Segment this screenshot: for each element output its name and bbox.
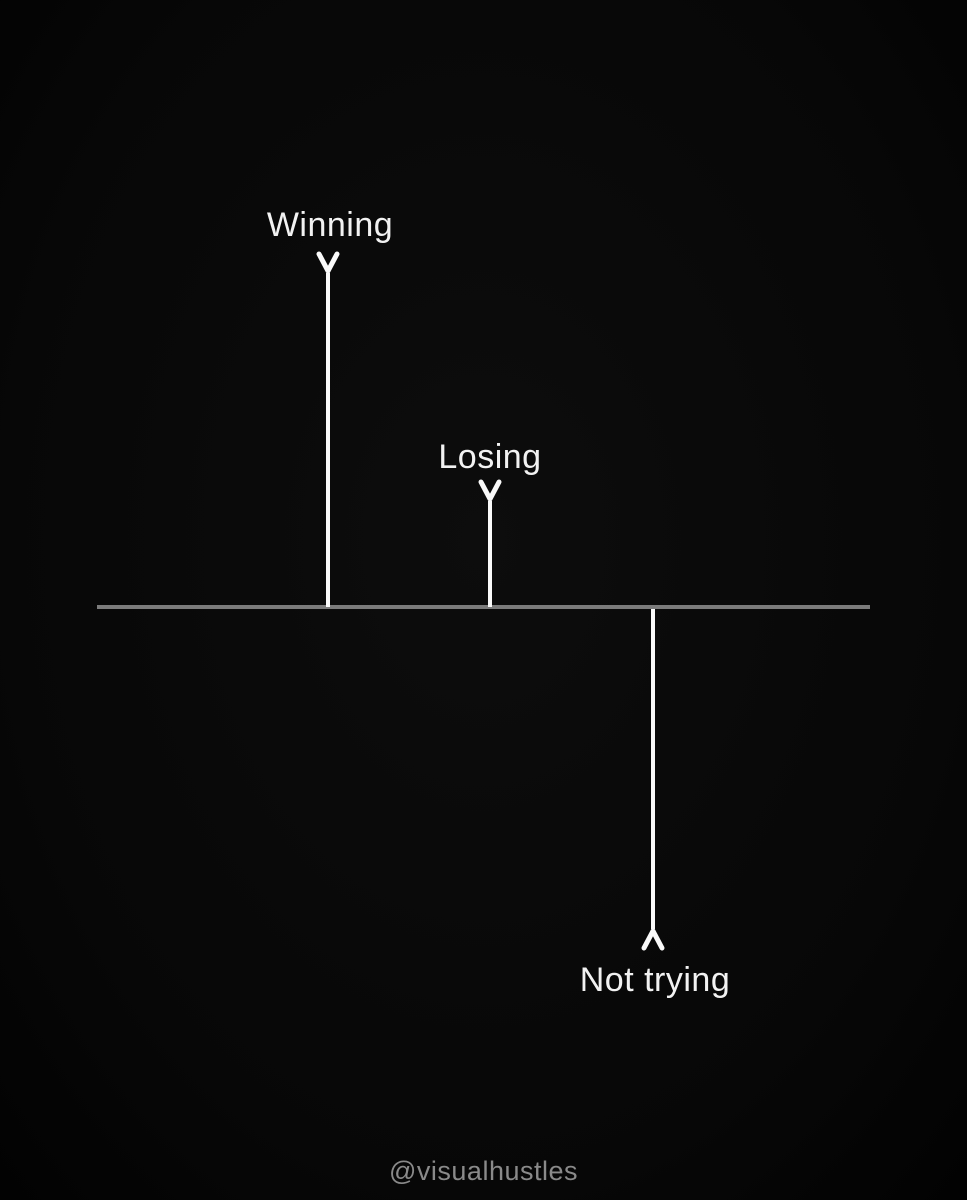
- not-trying-arrow-head: [641, 928, 665, 951]
- not-trying-label: Not trying: [579, 961, 731, 999]
- winning-arrow-head: [316, 251, 340, 274]
- losing-label: Losing: [438, 438, 542, 476]
- losing-arrow-head: [478, 479, 502, 502]
- winning-label: Winning: [266, 206, 394, 244]
- watermark-credit: @visualhustles: [389, 1156, 578, 1186]
